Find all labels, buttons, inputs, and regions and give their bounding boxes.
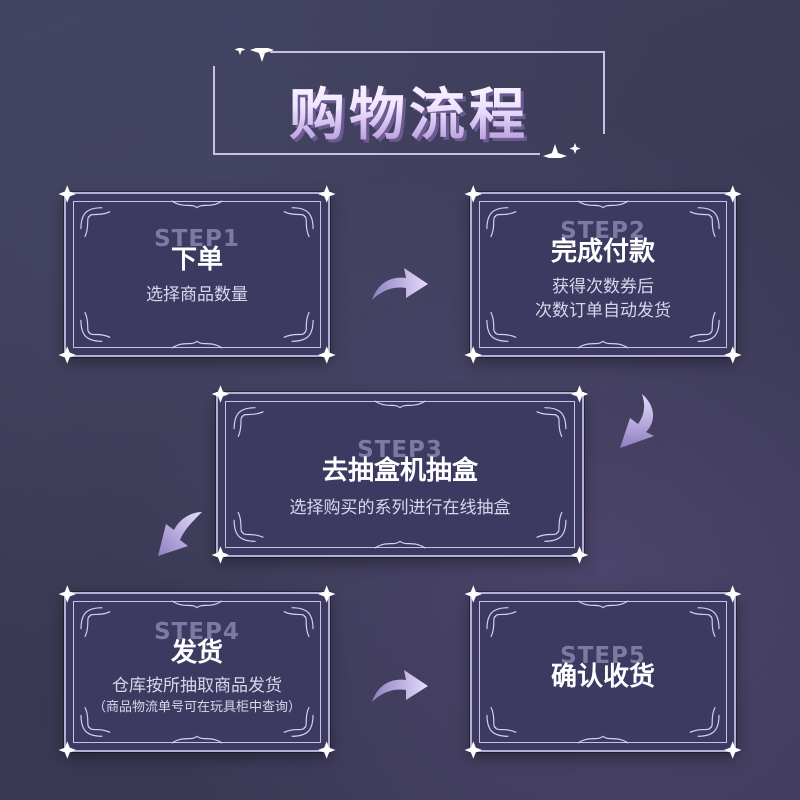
card-ornament bbox=[464, 585, 742, 759]
corner-sparkle-icon bbox=[211, 385, 230, 403]
center-flourish bbox=[374, 540, 426, 549]
corner-sparkle-icon bbox=[723, 585, 742, 603]
card-ornament bbox=[211, 385, 589, 564]
corner-filigree bbox=[80, 607, 111, 638]
corner-sparkle-icon bbox=[58, 346, 77, 364]
corner-filigree bbox=[486, 207, 517, 238]
corner-sparkle-icon bbox=[317, 585, 336, 603]
step-title: 完成付款 bbox=[550, 237, 655, 267]
card-ornament bbox=[58, 585, 336, 759]
corner-filigree bbox=[486, 311, 517, 342]
step-label: STEP5 bbox=[560, 643, 646, 669]
step-title: 去抽盒机抽盒 bbox=[321, 456, 478, 486]
card-content: STEP1 下单 选择商品数量 bbox=[66, 227, 328, 307]
corner-sparkle-icon bbox=[317, 346, 336, 364]
step-desc-line: 次数订单自动发货 bbox=[535, 301, 671, 321]
step-card-2: STEP2 完成付款 获得次数券后 次数订单自动发货 bbox=[464, 185, 742, 364]
center-flourish bbox=[577, 735, 629, 744]
center-flourish bbox=[374, 400, 426, 409]
curved-arrow-down-icon bbox=[620, 394, 654, 448]
center-flourish bbox=[171, 200, 223, 209]
corner-filigree bbox=[283, 311, 314, 342]
corner-filigree bbox=[283, 207, 314, 238]
curved-arrow-right-icon bbox=[372, 670, 428, 702]
corner-sparkle-icon bbox=[723, 185, 742, 203]
card-ornament bbox=[58, 185, 336, 364]
center-flourish bbox=[171, 735, 223, 744]
card-content: STEP2 完成付款 获得次数券后 次数订单自动发货 bbox=[472, 219, 734, 323]
corner-filigree bbox=[689, 311, 720, 342]
corner-sparkle-icon bbox=[58, 585, 77, 603]
corner-filigree bbox=[689, 207, 720, 238]
corner-filigree bbox=[536, 511, 567, 542]
center-flourish bbox=[577, 200, 629, 209]
step-desc-line: 选择商品数量 bbox=[146, 285, 248, 305]
center-flourish bbox=[577, 600, 629, 609]
step-desc-line: 获得次数券后 bbox=[552, 277, 654, 297]
title-frame: 购物流程 bbox=[210, 48, 608, 158]
step-title: 下单 bbox=[170, 245, 223, 275]
corner-filigree bbox=[486, 607, 517, 638]
card-content: STEP5 确认收货 bbox=[472, 644, 734, 692]
corner-sparkle-icon bbox=[570, 385, 589, 403]
corner-sparkle-icon bbox=[723, 741, 742, 759]
step-note: （商品物流单号可在玩具柜中查询） bbox=[92, 700, 301, 715]
corner-sparkle-icon bbox=[723, 346, 742, 364]
title-frame-lines bbox=[213, 48, 605, 158]
corner-filigree bbox=[80, 311, 111, 342]
page-title: 购物流程 bbox=[210, 70, 608, 151]
corner-sparkle-icon bbox=[464, 185, 483, 203]
step-desc-line: 选择购买的系列进行在线抽盒 bbox=[289, 498, 511, 518]
corner-sparkle-icon bbox=[317, 741, 336, 759]
center-flourish bbox=[577, 340, 629, 349]
corner-filigree bbox=[689, 607, 720, 638]
corner-sparkle-icon bbox=[464, 741, 483, 759]
corner-filigree bbox=[80, 207, 111, 238]
corner-sparkle-icon bbox=[211, 546, 230, 564]
sparkle-icon bbox=[234, 48, 581, 158]
center-flourish bbox=[171, 600, 223, 609]
card-inner-frame bbox=[225, 401, 575, 548]
corner-filigree bbox=[283, 706, 314, 737]
card-content: STEP4 发货 仓库按所抽取商品发货 （商品物流单号可在玩具柜中查询） bbox=[66, 620, 328, 718]
step-title: 发货 bbox=[170, 638, 223, 668]
corner-filigree bbox=[233, 407, 264, 438]
curved-arrow-down-left-icon bbox=[158, 512, 202, 556]
step-card-4: STEP4 发货 仓库按所抽取商品发货 （商品物流单号可在玩具柜中查询） bbox=[58, 585, 336, 759]
corner-sparkle-icon bbox=[58, 741, 77, 759]
corner-sparkle-icon bbox=[317, 185, 336, 203]
card-content: STEP3 去抽盒机抽盒 选择购买的系列进行在线抽盒 bbox=[218, 438, 582, 520]
step-label: STEP4 bbox=[154, 619, 240, 645]
corner-sparkle-icon bbox=[464, 585, 483, 603]
card-ornament bbox=[464, 185, 742, 364]
card-inner-frame bbox=[479, 201, 727, 348]
corner-filigree bbox=[80, 706, 111, 737]
step-label: STEP3 bbox=[357, 437, 443, 463]
step-card-1: STEP1 下单 选择商品数量 bbox=[58, 185, 336, 364]
corner-filigree bbox=[283, 607, 314, 638]
corner-sparkle-icon bbox=[58, 185, 77, 203]
center-flourish bbox=[171, 340, 223, 349]
curved-arrow-right-icon bbox=[372, 268, 428, 300]
corner-filigree bbox=[233, 511, 264, 542]
corner-sparkle-icon bbox=[464, 346, 483, 364]
step-title: 确认收货 bbox=[550, 662, 655, 692]
step-card-3: STEP3 去抽盒机抽盒 选择购买的系列进行在线抽盒 bbox=[211, 385, 589, 564]
corner-filigree bbox=[486, 706, 517, 737]
step-desc-line: 仓库按所抽取商品发货 bbox=[112, 676, 282, 696]
card-inner-frame bbox=[73, 201, 321, 348]
card-inner-frame bbox=[73, 601, 321, 743]
step-label: STEP2 bbox=[560, 218, 646, 244]
step-card-5: STEP5 确认收货 bbox=[464, 585, 742, 759]
corner-filigree bbox=[536, 407, 567, 438]
corner-filigree bbox=[689, 706, 720, 737]
card-inner-frame bbox=[479, 601, 727, 743]
step-label: STEP1 bbox=[154, 226, 240, 252]
corner-sparkle-icon bbox=[570, 546, 589, 564]
